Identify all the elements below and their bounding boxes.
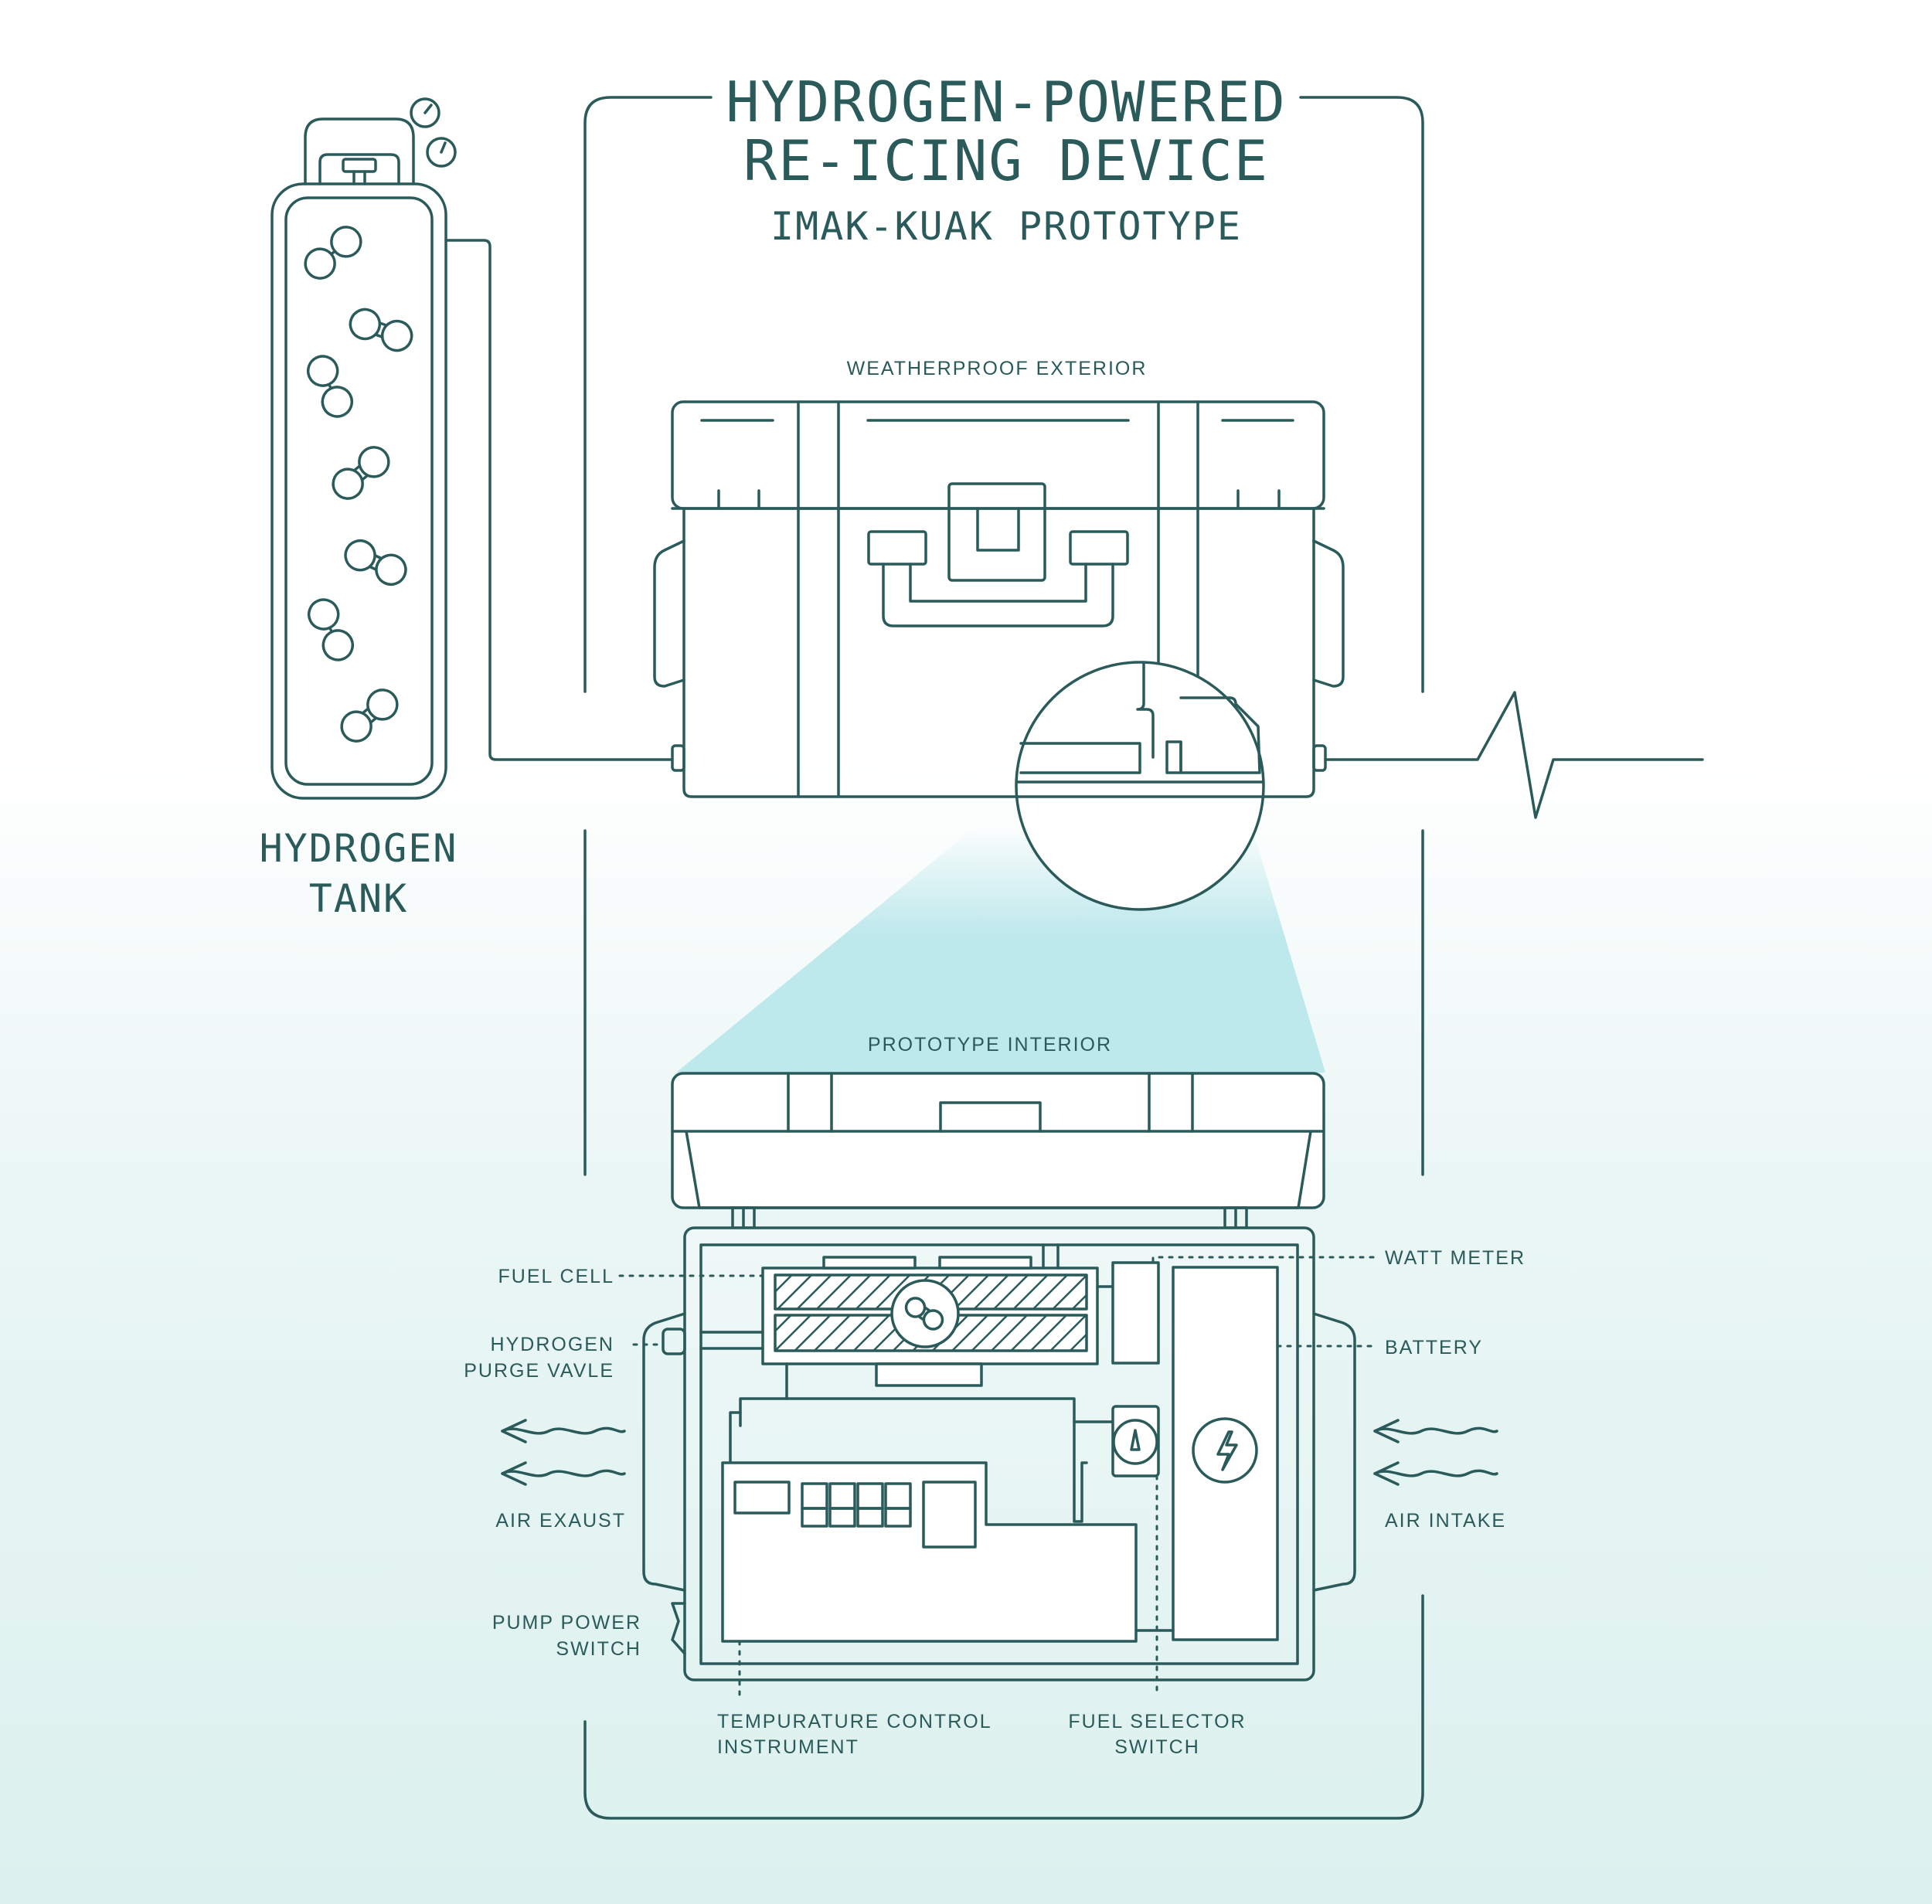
label-purge-valve-line-2: PURGE VAVLE [464, 1360, 614, 1382]
label-air-intake: AIR INTAKE [1385, 1510, 1507, 1532]
label-fuel-cell: FUEL CELL [498, 1266, 614, 1287]
section-label-interior: PROTOTYPE INTERIOR [867, 1034, 1113, 1056]
fuel-hose [444, 239, 674, 761]
label-fuel-selector-line-2: SWITCH [1114, 1736, 1200, 1758]
label-temp-control-line-2: INSTRUMENT [717, 1736, 859, 1758]
output-signal-line [1324, 691, 1704, 819]
leader-lines [618, 1256, 1375, 1698]
title-line-2: RE-ICING DEVICE [743, 128, 1270, 193]
battery-icon [1172, 1266, 1279, 1641]
label-fuel-selector-line-1: FUEL SELECTOR [1068, 1711, 1247, 1732]
label-pump-switch-line-1: PUMP POWER [492, 1612, 641, 1634]
magnifier-lens [1015, 661, 1265, 911]
tank-label-line-1: HYDROGEN [259, 826, 458, 871]
frame-border [583, 96, 1424, 1820]
subtitle: IMAK-KUAK PROTOTYPE [770, 204, 1242, 249]
label-pump-switch-line-2: SWITCH [556, 1638, 641, 1660]
pump-housing [729, 1362, 1114, 1523]
temperature-control-instrument-icon [721, 1461, 1175, 1643]
fuel-selector-gauge-icon [1111, 1405, 1160, 1477]
label-battery: BATTERY [1385, 1337, 1483, 1358]
title-line-1: HYDROGEN-POWERED [726, 70, 1287, 134]
label-temp-control-line-1: TEMPURATURE CONTROL [717, 1711, 992, 1732]
case-lid-open [671, 1072, 1325, 1229]
hydrogen-molecule-icons [304, 226, 413, 743]
hydrogen-tank-icon [270, 97, 457, 800]
label-air-exhaust: AIR EXAUST [495, 1510, 626, 1532]
label-watt-meter: WATT METER [1385, 1247, 1526, 1269]
fuel-cell-icon [699, 1243, 1114, 1387]
tank-label-line-2: TANK [308, 876, 409, 921]
section-label-exterior: WEATHERPROOF EXTERIOR [846, 358, 1148, 379]
air-exhaust-arrows-icon [501, 1419, 626, 1486]
label-purge-valve-line-1: HYDROGEN [490, 1334, 614, 1355]
air-intake-arrows-icon [1373, 1419, 1498, 1486]
watt-meter-icon [1111, 1261, 1160, 1365]
